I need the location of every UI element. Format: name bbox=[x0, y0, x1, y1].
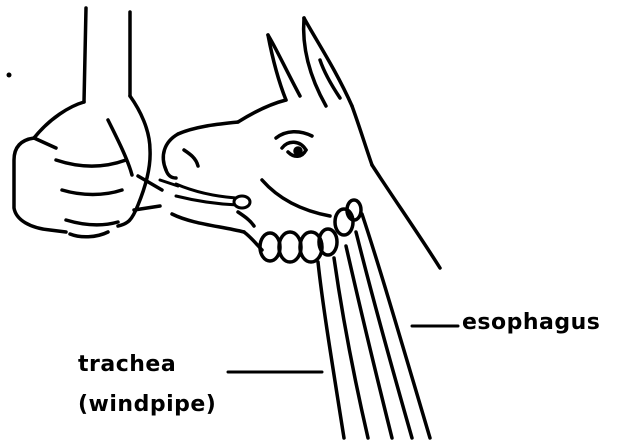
stray-dot bbox=[7, 73, 12, 78]
feeding-tube bbox=[160, 180, 250, 208]
esophagus-label: esophagus bbox=[462, 310, 600, 335]
llama-head bbox=[163, 18, 440, 268]
hand-with-bottle bbox=[14, 8, 162, 237]
windpipe-label: (windpipe) bbox=[78, 392, 216, 417]
leader-lines bbox=[228, 326, 458, 372]
trachea-label: trachea bbox=[78, 352, 176, 377]
